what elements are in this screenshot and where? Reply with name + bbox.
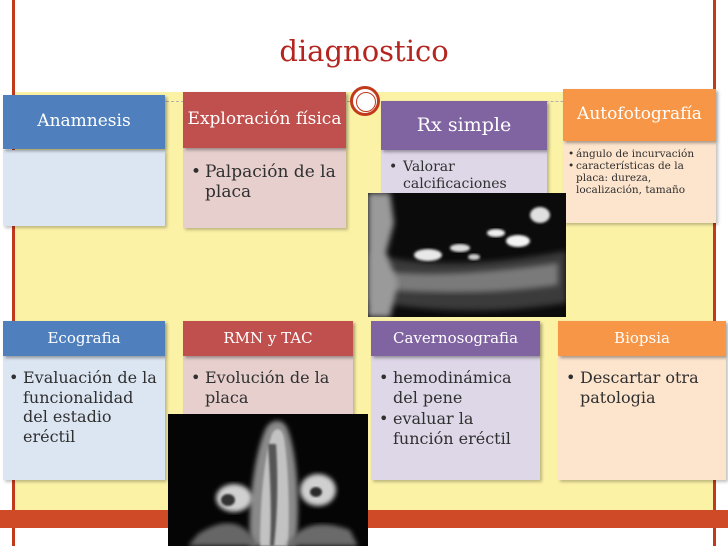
dashed-rule-left	[15, 101, 350, 102]
bullet-item: características de la placa: dureza, loc…	[566, 160, 713, 196]
rmn-tac-header: RMN y TAC	[183, 321, 353, 356]
bullet-item: Evaluación de la funcionalidad del estad…	[7, 368, 161, 446]
autofotografia-body: ángulo de incurvación características de…	[563, 141, 716, 223]
mri-graphic	[168, 414, 368, 546]
autofotografia-header: Autofotografía	[563, 89, 716, 141]
mri-image	[168, 414, 368, 546]
bullet-item: Evolución de la placa	[189, 368, 349, 407]
bullet-item: Valorar calcificaciones	[387, 159, 541, 193]
ring-ornament	[350, 86, 380, 116]
page-title: diagnostico	[279, 34, 449, 68]
bullet-item: Descartar otra patologia	[564, 368, 722, 407]
biopsia-body: Descartar otra patologia	[558, 356, 726, 480]
xray-graphic	[368, 193, 566, 317]
ecografia-body: Evaluación de la funcionalidad del estad…	[3, 356, 165, 480]
biopsia-header: Biopsia	[558, 321, 726, 356]
cavernosografia-body: hemodinámica del pene evaluar la función…	[371, 356, 540, 480]
anamnesis-header: Anamnesis	[3, 95, 165, 149]
left-red-rule	[12, 0, 15, 546]
bullet-item: hemodinámica del pene	[377, 368, 536, 407]
bullet-item: Palpación de la placa	[189, 162, 340, 203]
dashed-rule-right	[381, 101, 713, 102]
exploracion-header: Exploración física	[183, 92, 346, 148]
cavernosografia-header: Cavernosografia	[371, 321, 540, 356]
ecografia-header: Ecografia	[3, 321, 165, 356]
xray-image	[368, 193, 566, 317]
right-red-rule	[713, 0, 716, 546]
exploracion-body: Palpación de la placa	[183, 148, 346, 228]
bullet-item: evaluar la función eréctil	[377, 409, 536, 448]
rx-simple-header: Rx simple	[381, 101, 547, 150]
anamnesis-body	[3, 150, 165, 226]
bullet-item: ángulo de incurvación	[566, 148, 713, 160]
